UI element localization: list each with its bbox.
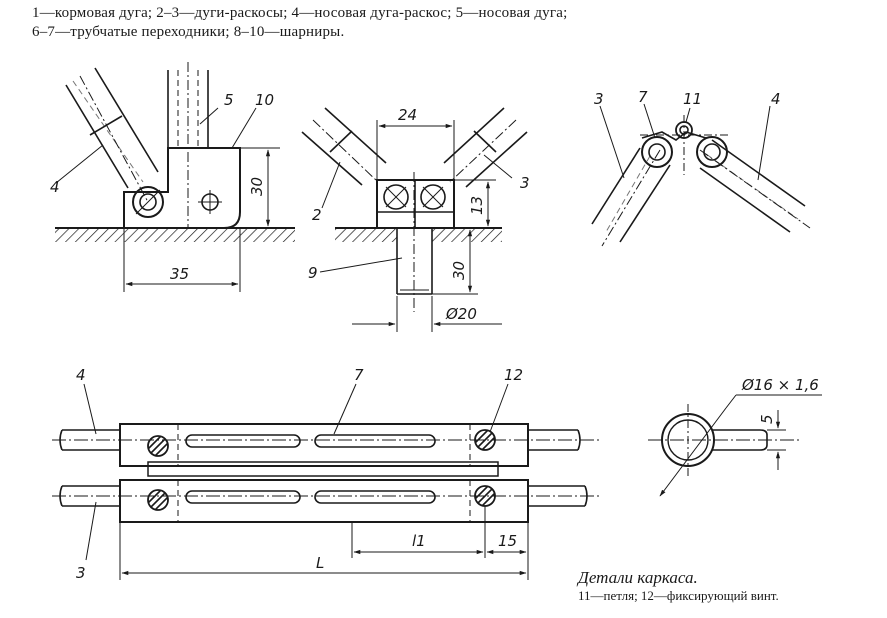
screw-lower-left xyxy=(147,489,169,511)
stem-9 xyxy=(396,172,433,312)
label-10: 10 xyxy=(255,91,274,109)
slot-lower-right xyxy=(314,490,436,504)
label-7-loop: 7 xyxy=(638,88,648,106)
slot-upper-left xyxy=(185,434,301,448)
pivot-loop-right xyxy=(696,136,728,168)
adapter-sleeve-upper xyxy=(119,423,529,467)
legend-line-2: 6–7—трубчатые переходники; 8–10—шарниры. xyxy=(32,24,345,40)
screw-upper-left xyxy=(147,435,169,457)
tube-upper xyxy=(52,429,600,451)
adapter-assembly xyxy=(52,383,600,580)
joint-figure-double xyxy=(301,107,528,332)
legend: 1—кормовая дуга; 2–3—дуги-раскосы; 4—нос… xyxy=(32,4,567,42)
dim-30-a: 30 xyxy=(248,177,266,196)
ground-hatching-a xyxy=(55,228,295,242)
screw-upper-right xyxy=(474,429,496,451)
hinge-pin-right xyxy=(420,184,446,210)
dim-30-b: 30 xyxy=(450,261,468,280)
label-9: 9 xyxy=(308,264,318,282)
slot-upper-right xyxy=(314,434,436,448)
label-12: 12 xyxy=(504,366,523,384)
dim-15: 15 xyxy=(498,532,517,550)
dim-5: 5 xyxy=(758,414,776,424)
dim-35: 35 xyxy=(170,265,189,283)
tube-3-double xyxy=(443,107,528,188)
slot-lower-left xyxy=(185,490,301,504)
label-4-adapter: 4 xyxy=(76,366,86,384)
hinge-bracket-10 xyxy=(123,147,241,229)
label-2: 2 xyxy=(312,206,322,224)
hinge-pin-left xyxy=(383,184,409,210)
joint-figure-stern xyxy=(55,62,295,292)
loop-plate xyxy=(641,131,707,141)
screw-lower-right xyxy=(474,485,496,507)
adapter-sleeve-lower xyxy=(119,479,529,523)
ground-hatching-b-left xyxy=(335,228,397,242)
connecting-plate xyxy=(147,461,499,477)
tube-2 xyxy=(301,107,387,186)
tube-3-loop xyxy=(591,147,671,247)
tube-4-loop xyxy=(699,139,811,233)
dim-20: Ø20 xyxy=(445,305,477,323)
figure-caption: Детали каркаса. 11—петля; 12—фиксирующий… xyxy=(578,568,779,604)
tube-lower xyxy=(52,485,600,507)
caption-subtitle: 11—петля; 12—фиксирующий винт. xyxy=(578,588,779,603)
label-4-stern: 4 xyxy=(50,178,60,196)
label-4-loop: 4 xyxy=(771,90,781,108)
label-3-loop: 3 xyxy=(594,90,604,108)
label-3-adapter: 3 xyxy=(76,564,86,582)
label-5: 5 xyxy=(224,91,234,109)
label-7-adapter: 7 xyxy=(354,366,364,384)
joint-figure-loop xyxy=(591,103,811,247)
dim-24: 24 xyxy=(398,106,417,124)
label-3-double: 3 xyxy=(520,174,530,192)
legend-line-1: 1—кормовая дуга; 2–3—дуги-раскосы; 4—нос… xyxy=(32,5,568,21)
ground-hatching-b-right xyxy=(432,228,502,242)
dim-16: Ø16 × 1,6 xyxy=(741,376,819,394)
dim-l1: l1 xyxy=(412,532,426,550)
dim-L: L xyxy=(316,554,324,572)
label-11: 11 xyxy=(683,90,702,108)
dim-13: 13 xyxy=(468,196,486,215)
loop-section xyxy=(648,394,822,497)
tube-4-stern xyxy=(65,67,159,203)
tube-5 xyxy=(167,62,209,228)
caption-title: Детали каркаса. xyxy=(578,568,698,587)
pivot-hinge-a xyxy=(132,186,164,218)
pivot-loop-left xyxy=(641,136,673,168)
